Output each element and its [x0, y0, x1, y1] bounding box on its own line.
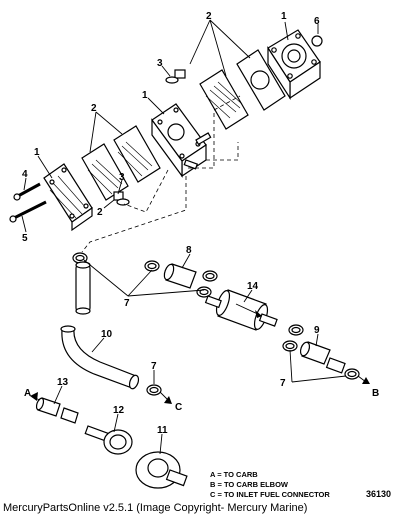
pump-base-plate [43, 163, 93, 232]
screw-long [9, 200, 47, 223]
callout-1-cover: 1 [281, 11, 287, 22]
pump-cover-top [267, 29, 321, 101]
callout-4: 4 [22, 169, 28, 180]
pump-body [151, 103, 212, 178]
arrow-label-a: A [24, 388, 31, 399]
hose-clamp-c [196, 286, 212, 298]
short-hose-upper [163, 263, 197, 289]
legend-c: C = TO INLET FUEL CONNECTOR [210, 490, 330, 499]
callout-12: 12 [113, 405, 125, 416]
diaphragm-top [199, 69, 249, 130]
gasket-middle [81, 143, 129, 201]
callout-6: 6 [314, 16, 320, 27]
hose-vertical [75, 261, 91, 315]
arrow-a-icon [30, 392, 41, 401]
primer-bulb-11 [135, 451, 188, 489]
check-valve-top [165, 69, 186, 84]
drawing-number: 36130 [366, 489, 391, 499]
fuel-filter [204, 289, 278, 331]
arrow-b-icon [357, 375, 370, 384]
callout-3-mid: 3 [119, 172, 125, 183]
hose-clamp-right-b [344, 368, 360, 380]
callout-2-top: 2 [206, 11, 212, 22]
hose-fitting-13 [35, 397, 79, 424]
legend-b: B = TO CARB ELBOW [210, 480, 289, 489]
arrow-label-b: B [372, 388, 379, 399]
gasket-top-right [236, 49, 286, 111]
callout-5: 5 [22, 233, 28, 244]
callout-3-top: 3 [157, 58, 163, 69]
short-hose-right [299, 341, 331, 365]
arrow-label-c: C [175, 402, 182, 413]
hose-clamp-lower [146, 384, 162, 396]
copyright-footer: MercuryPartsOnline v2.5.1 (Image Copyrig… [3, 502, 308, 514]
callout-13: 13 [57, 377, 69, 388]
callout-1-base: 1 [34, 147, 40, 158]
hose-curved [60, 325, 140, 390]
hose-clamp-right-a [282, 340, 298, 352]
o-ring [311, 35, 323, 47]
callout-1-body: 1 [142, 90, 148, 101]
hose-clamp-filter-outlet [288, 324, 304, 336]
callout-7-lower: 7 [151, 361, 157, 372]
callout-7-right: 7 [280, 378, 286, 389]
callout-14: 14 [247, 281, 259, 292]
fitting-right [325, 357, 346, 374]
callout-7-upper: 7 [124, 298, 130, 309]
callout-9: 9 [314, 325, 320, 336]
check-valve-mid [113, 191, 130, 206]
callout-8: 8 [186, 245, 192, 256]
primer-valve-12 [84, 425, 133, 455]
callout-11: 11 [157, 425, 168, 436]
callout-2-low: 2 [97, 207, 103, 218]
hose-clamp-b [202, 270, 218, 282]
legend-a: A = TO CARB [210, 470, 258, 479]
hose-clamp-upper-left [72, 252, 88, 264]
hose-clamp-a [144, 260, 160, 272]
screw-short [13, 182, 41, 201]
callout-2-mid: 2 [91, 103, 97, 114]
arrow-c-icon [159, 391, 172, 404]
callout-10: 10 [101, 329, 113, 340]
diaphragm-middle [113, 125, 161, 183]
